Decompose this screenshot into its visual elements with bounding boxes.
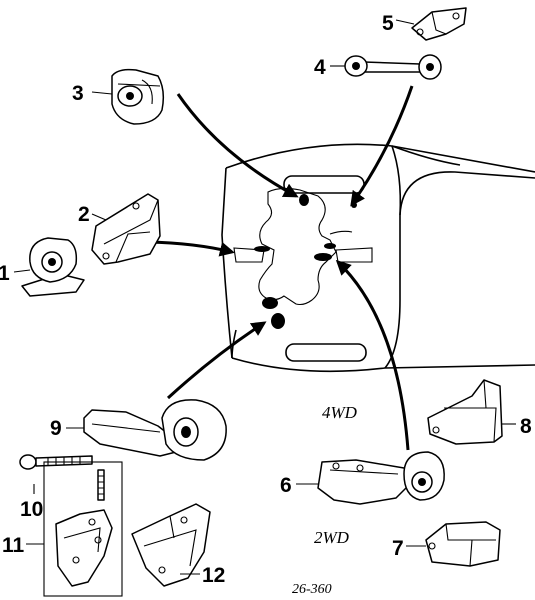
figure-reference: 26-360 [292, 582, 332, 597]
part-5-bracket [395, 7, 467, 41]
label-4wd: 4WD [322, 403, 358, 422]
callout-4: 4 [314, 56, 326, 79]
callout-2: 2 [78, 203, 90, 226]
part-8-bracket [427, 379, 516, 445]
part-10-bolt [19, 454, 105, 501]
part-3-engine-mount-insulator [91, 68, 165, 125]
part-2-mount-bracket [91, 193, 161, 265]
part-7-bracket [406, 521, 501, 567]
callout-11: 11 [2, 534, 25, 557]
part-1-engine-mount [13, 237, 85, 297]
part-9-transmission-mount [66, 399, 227, 461]
callout-9: 9 [50, 417, 62, 440]
callout-1: 1 [0, 262, 10, 285]
callout-7: 7 [392, 537, 404, 560]
leader-arrows [147, 85, 414, 451]
part-4-strut-rod [330, 54, 442, 80]
label-2wd: 2WD [314, 528, 350, 547]
callout-12: 12 [202, 564, 225, 587]
callout-10: 10 [20, 498, 43, 521]
callout-6: 6 [280, 474, 292, 497]
callout-5: 5 [382, 12, 394, 35]
callout-8: 8 [520, 415, 532, 438]
callout-3: 3 [72, 82, 84, 105]
part-11-bracket [26, 461, 123, 597]
part-12-bracket [131, 503, 211, 587]
part-6-transmission-mount [296, 451, 445, 505]
vehicle-frame-outline [221, 143, 535, 373]
